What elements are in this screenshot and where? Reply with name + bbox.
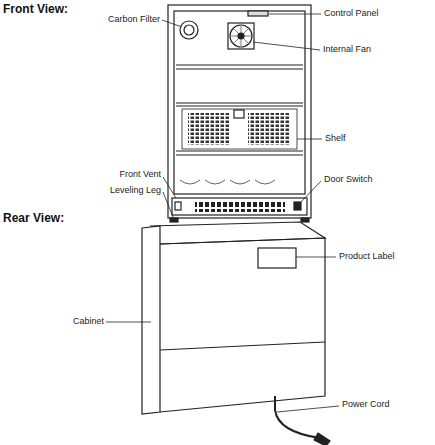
part-label: Power Cord [342,400,390,410]
leader-lines [106,14,339,412]
part-label: Front Vent [119,170,161,180]
view-heading: Rear View: [3,212,64,225]
part-label: Cabinet [73,317,104,327]
part-label: Door Switch [324,175,373,185]
part-label: Leveling Leg [110,186,161,196]
part-label: Internal Fan [323,45,371,55]
part-label: Control Panel [324,9,379,19]
part-label: Product Label [339,252,395,262]
part-label: Shelf [325,134,346,144]
part-label: Carbon Filter [108,15,160,25]
view-heading: Front View: [3,3,68,16]
